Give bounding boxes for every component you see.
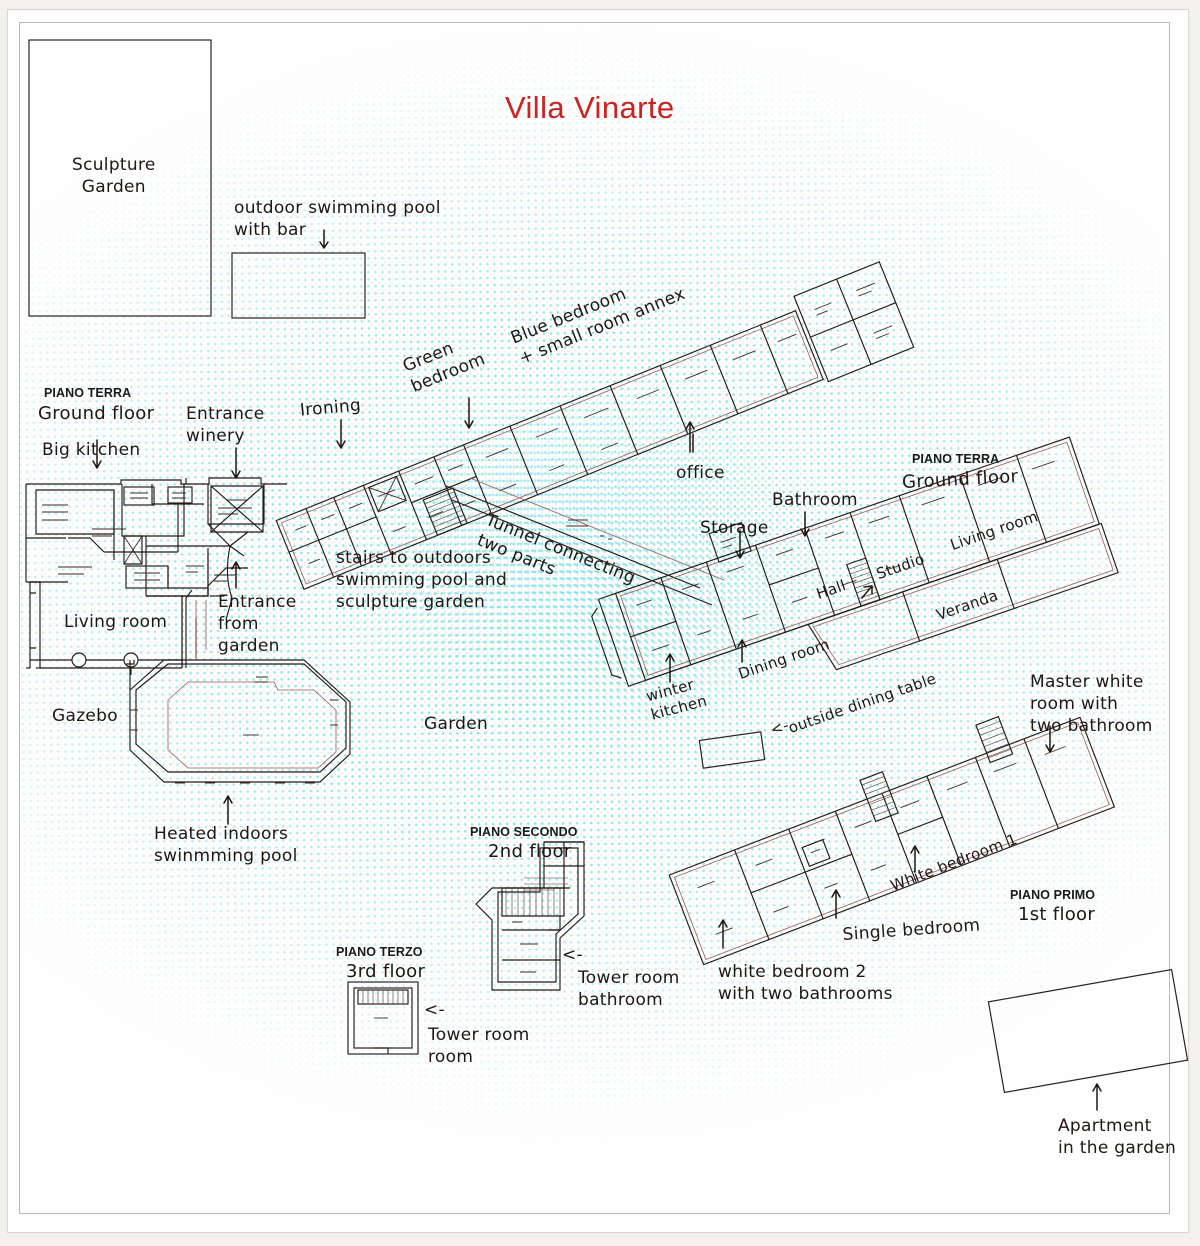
floor-header-third-en: 3rd floor <box>346 961 426 982</box>
stair-hatch-third-floor <box>357 989 409 1005</box>
label-white-bedroom-2: white bedroom 2 with two bathrooms <box>718 962 893 1004</box>
arrow-big-kitchen <box>92 439 102 469</box>
arrow-green-bedroom <box>464 397 474 429</box>
annotation-arrows <box>92 229 1102 1111</box>
top-diagonal-wing <box>275 310 824 590</box>
arrow-hall <box>861 585 873 599</box>
arrow-white-bedroom-2 <box>718 919 728 949</box>
label-bathroom: Bathroom <box>772 490 858 510</box>
label-storage: Storage <box>700 518 769 538</box>
floor-header-third-it: PIANO TERZO <box>336 945 423 959</box>
arrow-entrance-garden <box>231 561 241 589</box>
outdoor-pool-box <box>231 252 366 319</box>
floor-header-second-it: PIANO SECONDO <box>470 825 578 839</box>
label-entrance-winery: Entrance winery <box>186 404 265 446</box>
arrow-single-bedroom <box>831 889 841 919</box>
left-ground-floor-plan <box>25 477 287 675</box>
label-heated-pool: Heated indoors swinmming pool <box>154 824 298 866</box>
floor-header-ground-2-it: PIANO TERRA <box>912 452 1000 466</box>
label-apartment-garden: Apartment in the garden <box>1058 1116 1177 1158</box>
third-floor-tower <box>347 981 419 1055</box>
arrow-white-bedroom-1 <box>910 845 920 873</box>
arrow-ironing <box>336 419 346 449</box>
label-tower-room-bathroom-arrow: <- <box>562 945 583 965</box>
stair-hatch-top-wing <box>422 487 468 537</box>
first-floor-wing <box>668 715 1116 966</box>
stair-hatch-second-floor <box>501 887 565 917</box>
label-outdoor-pool: outdoor swimming pool with bar <box>234 198 441 240</box>
arrow-outdoor-pool <box>319 229 329 249</box>
label-big-kitchen: Big kitchen <box>42 440 141 460</box>
arrow-entrance-winery <box>231 447 241 479</box>
page-title: Villa Vinarte <box>505 90 675 125</box>
label-living-room-left: Living room <box>64 612 168 632</box>
garden-entrance-corridor <box>185 545 248 668</box>
floor-header-first-en: 1st floor <box>1018 904 1096 925</box>
second-floor-tower <box>475 841 585 991</box>
annex-rooms <box>793 261 915 383</box>
label-master-white-room: Master white room with two bathroom <box>1030 672 1153 736</box>
sculpture-garden-box <box>28 39 212 317</box>
label-office: office <box>676 463 725 483</box>
label-tower-room-room-arrow: <- <box>424 1000 445 1020</box>
arrow-heated-pool <box>223 795 233 825</box>
label-tower-room-bathroom: Tower room bathroom <box>578 968 680 1010</box>
label-stairs-outdoors: stairs to outdoors swimming pool and scu… <box>336 548 508 612</box>
floor-header-ground-1-en: Ground floor <box>38 403 155 424</box>
arrow-winter-kitchen <box>665 653 675 683</box>
label-tower-room-room: Tower room room <box>428 1025 530 1067</box>
arrow-bathroom <box>800 511 810 537</box>
label-gazebo: Gazebo <box>52 706 118 726</box>
arrow-storage <box>735 529 745 559</box>
outside-dining-table-box <box>698 731 766 769</box>
arrow-master-white <box>1045 725 1055 753</box>
right-ground-floor-wing <box>591 436 1119 687</box>
stair-hatch-first-floor <box>859 771 899 823</box>
stair-hatch-first-floor-2 <box>975 715 1014 764</box>
floor-header-ground-1-it: PIANO TERRA <box>44 386 132 400</box>
floor-header-second-en: 2nd floor <box>488 841 572 862</box>
label-sculpture-garden: Sculpture Garden <box>72 155 156 197</box>
arrow-dining-room <box>737 639 747 663</box>
label-entrance-garden: Entrance from garden <box>218 592 297 656</box>
arrow-apartment-garden <box>1092 1083 1102 1111</box>
apartment-garden-box <box>987 968 1189 1094</box>
tunnel-lines <box>445 477 725 606</box>
arrow-blue-bedroom <box>685 421 695 453</box>
heated-indoor-pool <box>126 659 351 784</box>
label-garden: Garden <box>424 714 489 734</box>
floor-header-first-it: PIANO PRIMO <box>1010 888 1096 902</box>
